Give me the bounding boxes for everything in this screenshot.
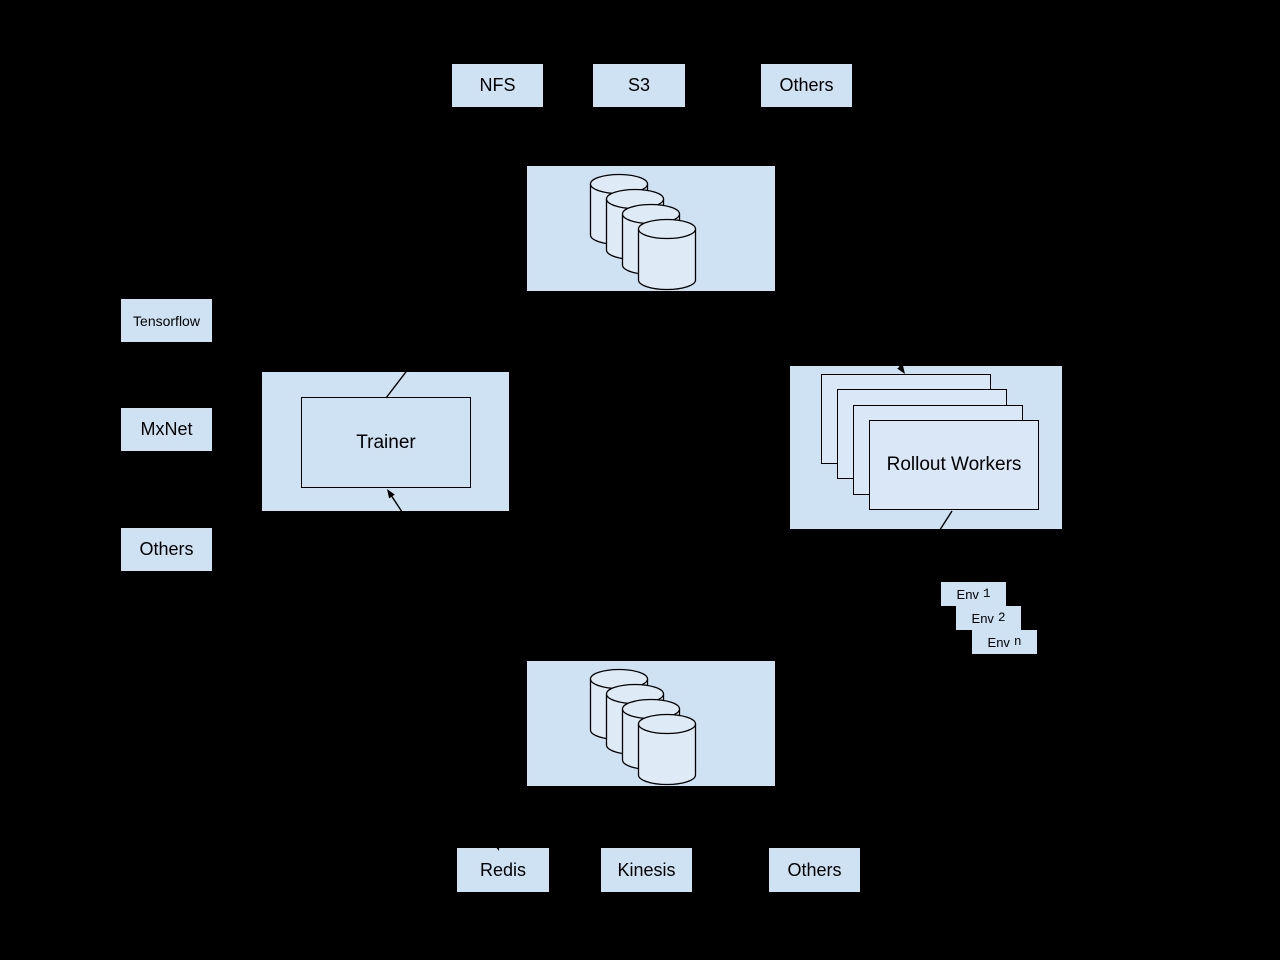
nfs-label: NFS xyxy=(479,75,516,95)
node-trainer: Trainer xyxy=(301,397,471,488)
node-trainer-group: Trainer xyxy=(262,372,509,511)
rollout-workers-label: Rollout Workers xyxy=(886,454,1022,475)
node-s3: S3 xyxy=(593,64,685,107)
env-1-label: Env xyxy=(956,586,979,602)
into-redis-arrow xyxy=(493,835,498,844)
env-1-index: 1 xyxy=(982,587,991,601)
mxnet-label: MxNet xyxy=(140,419,193,439)
redis-label: Redis xyxy=(479,859,527,880)
node-nfs: NFS xyxy=(452,64,543,107)
node-others-bottom: Others xyxy=(769,848,860,892)
node-mxnet: MxNet xyxy=(121,408,212,451)
kinesis-label: Kinesis xyxy=(617,859,676,880)
tensorflow-label: Tensorflow xyxy=(133,312,200,329)
node-rollout-workers-group: Rollout Workers xyxy=(790,366,1062,529)
env-n-label: Env xyxy=(987,634,1010,650)
node-bottom-datastore xyxy=(527,661,775,786)
others-bottom-label: Others xyxy=(787,859,842,880)
trainer-label: Trainer xyxy=(356,431,416,453)
database-cluster-icon xyxy=(589,668,697,786)
env-2-index: 2 xyxy=(997,611,1006,625)
others-top-label: Others xyxy=(779,75,834,95)
node-env-2: Env 2 xyxy=(956,606,1021,630)
node-others-top: Others xyxy=(761,64,852,107)
env-2-label: Env xyxy=(971,610,994,626)
s3-label: S3 xyxy=(627,75,651,95)
database-cluster-icon xyxy=(589,173,697,291)
node-env-n: Env n xyxy=(972,630,1037,654)
env-n-index: n xyxy=(1013,635,1022,649)
node-top-datastore xyxy=(527,166,775,291)
node-tensorflow: Tensorflow xyxy=(121,299,212,342)
node-rollout-workers: Rollout Workers xyxy=(869,420,1039,510)
others-frameworks-label: Others xyxy=(139,539,194,559)
node-kinesis: Kinesis xyxy=(601,848,692,892)
node-others-frameworks: Others xyxy=(121,528,212,571)
node-env-1: Env 1 xyxy=(941,582,1006,606)
node-redis: Redis xyxy=(457,848,549,892)
